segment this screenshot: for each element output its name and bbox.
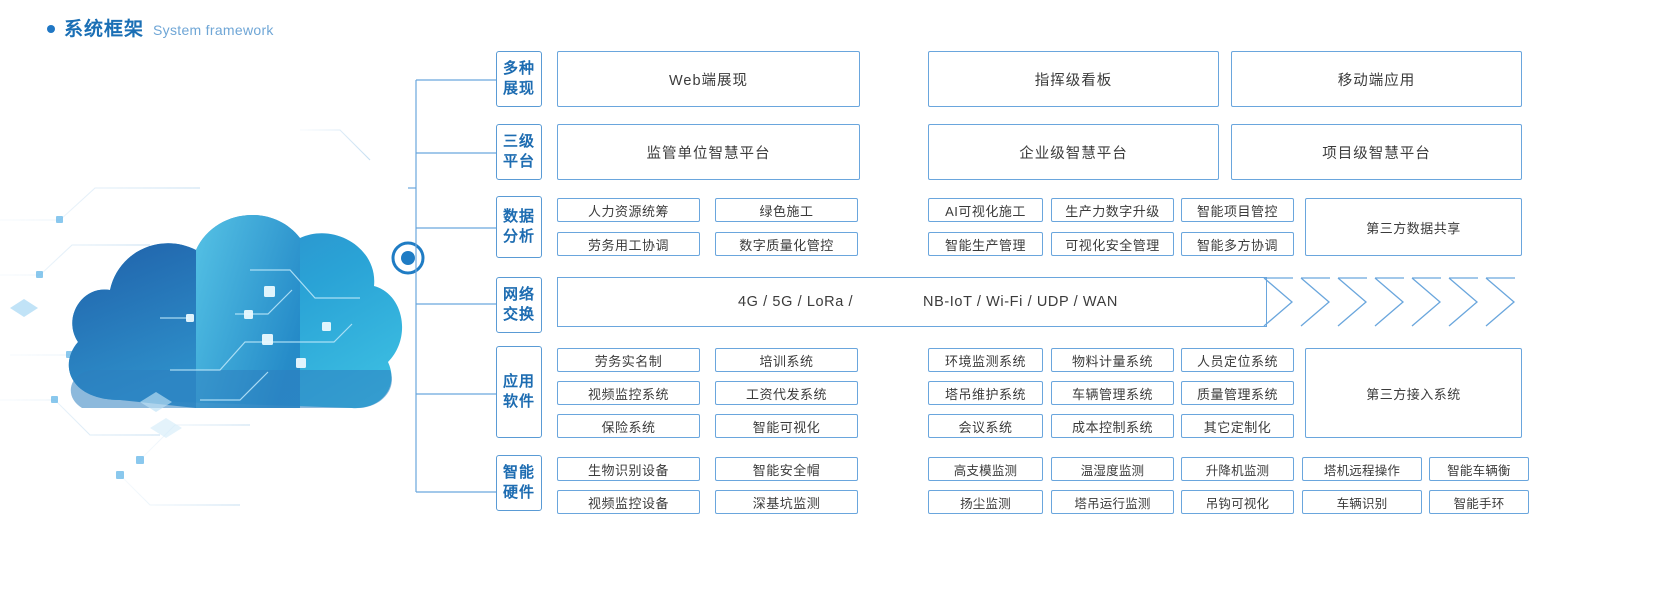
cell-meeting-system[interactable]: 会议系统 [928, 414, 1043, 438]
cell-temp-humidity-monitoring[interactable]: 温湿度监测 [1051, 457, 1174, 481]
bullet-dot-icon [47, 24, 55, 33]
cell-third-party-access-system[interactable]: 第三方接入系统 [1305, 348, 1522, 438]
cell-lift-monitoring[interactable]: 升降机监测 [1181, 457, 1294, 481]
cell-enterprise-platform[interactable]: 企业级智慧平台 [928, 124, 1219, 180]
cell-tower-crane-remote-ops[interactable]: 塔机远程操作 [1302, 457, 1422, 481]
cell-green-construction[interactable]: 绿色施工 [715, 198, 858, 222]
row-label-data-analysis: 数据 分析 [496, 196, 542, 258]
page-title-en: System framework [153, 22, 274, 38]
row-label-smart-hardware: 智能 硬件 [496, 455, 542, 511]
row-label-line2: 平台 [502, 153, 535, 170]
cell-personnel-positioning-system[interactable]: 人员定位系统 [1181, 348, 1294, 372]
row-label-line2: 硬件 [502, 484, 535, 501]
row-label-line1: 网络 [502, 285, 535, 303]
cell-hook-visualization[interactable]: 吊钩可视化 [1181, 490, 1294, 514]
cell-dust-monitoring[interactable]: 扬尘监测 [928, 490, 1043, 514]
row-label-line2: 展现 [502, 80, 535, 97]
cell-visual-safety-mgmt[interactable]: 可视化安全管理 [1051, 232, 1174, 256]
cell-ai-visual-construction[interactable]: AI可视化施工 [928, 198, 1043, 222]
row-label-application-software: 应用 软件 [496, 346, 542, 438]
cell-third-party-data-sharing[interactable]: 第三方数据共享 [1305, 198, 1522, 256]
cell-insurance-system[interactable]: 保险系统 [557, 414, 700, 438]
cell-high-formwork-monitoring[interactable]: 高支模监测 [928, 457, 1043, 481]
cell-command-dashboard[interactable]: 指挥级看板 [928, 51, 1219, 107]
row-label-display: 多种 展现 [496, 51, 542, 107]
row-label-line1: 数据 [502, 207, 535, 225]
cell-deep-pit-monitoring[interactable]: 深基坑监测 [715, 490, 858, 514]
cell-web-display[interactable]: Web端展现 [557, 51, 860, 107]
row-label-line1: 应用 [502, 372, 535, 390]
row-label-line2: 软件 [502, 393, 535, 410]
cell-video-monitor-device[interactable]: 视频监控设备 [557, 490, 700, 514]
cell-smart-production-mgmt[interactable]: 智能生产管理 [928, 232, 1043, 256]
cell-digital-quality-control[interactable]: 数字质量化管控 [715, 232, 858, 256]
cell-smart-project-control[interactable]: 智能项目管控 [1181, 198, 1294, 222]
row-label-line1: 三级 [502, 132, 535, 150]
cell-smart-vehicle-scale[interactable]: 智能车辆衡 [1429, 457, 1529, 481]
cell-supervisor-platform[interactable]: 监管单位智慧平台 [557, 124, 860, 180]
cell-crane-operation-monitoring[interactable]: 塔吊运行监测 [1051, 490, 1174, 514]
cell-vehicle-recognition[interactable]: 车辆识别 [1302, 490, 1422, 514]
bracket-connector [400, 50, 503, 515]
cell-mobile-app[interactable]: 移动端应用 [1231, 51, 1522, 107]
cell-productivity-upgrade[interactable]: 生产力数字升级 [1051, 198, 1174, 222]
cell-training-system[interactable]: 培训系统 [715, 348, 858, 372]
cell-payroll-system[interactable]: 工资代发系统 [715, 381, 858, 405]
cell-smart-multiparty-coord[interactable]: 智能多方协调 [1181, 232, 1294, 256]
cell-other-customization[interactable]: 其它定制化 [1181, 414, 1294, 438]
cell-biometric-device[interactable]: 生物识别设备 [557, 457, 700, 481]
cell-crane-maintenance-system[interactable]: 塔吊维护系统 [928, 381, 1043, 405]
network-protocol-bar: 4G / 5G / LoRa / NB-IoT / Wi-Fi / UDP / … [557, 277, 1267, 327]
cloud-network-illustration [0, 70, 470, 520]
cell-smart-wristband[interactable]: 智能手环 [1429, 490, 1529, 514]
row-label-line2: 交换 [502, 306, 535, 323]
cell-video-monitor-system[interactable]: 视频监控系统 [557, 381, 700, 405]
cell-vehicle-management-system[interactable]: 车辆管理系统 [1051, 381, 1174, 405]
page-title: 系统框架 System framework [47, 14, 274, 41]
cell-environment-monitor-system[interactable]: 环境监测系统 [928, 348, 1043, 372]
cell-material-metering-system[interactable]: 物料计量系统 [1051, 348, 1174, 372]
cell-quality-management-system[interactable]: 质量管理系统 [1181, 381, 1294, 405]
cell-cost-control-system[interactable]: 成本控制系统 [1051, 414, 1174, 438]
cell-labor-coordination[interactable]: 劳务用工协调 [557, 232, 700, 256]
row-label-platform: 三级 平台 [496, 124, 542, 180]
network-protocols-secondary: NB-IoT / Wi-Fi / UDP / WAN [923, 294, 1118, 310]
cell-project-platform[interactable]: 项目级智慧平台 [1231, 124, 1522, 180]
page-title-cn: 系统框架 [64, 19, 145, 40]
row-label-line1: 多种 [502, 59, 535, 77]
cell-labor-realname[interactable]: 劳务实名制 [557, 348, 700, 372]
row-label-line1: 智能 [502, 463, 535, 481]
cell-hr-planning[interactable]: 人力资源统筹 [557, 198, 700, 222]
network-protocols-primary: 4G / 5G / LoRa / [738, 294, 854, 310]
cell-smart-helmet[interactable]: 智能安全帽 [715, 457, 858, 481]
row-label-network: 网络 交换 [496, 277, 542, 333]
network-flow-arrows [1262, 277, 1526, 327]
cell-smart-visualization[interactable]: 智能可视化 [715, 414, 858, 438]
row-label-line2: 分析 [502, 228, 535, 245]
